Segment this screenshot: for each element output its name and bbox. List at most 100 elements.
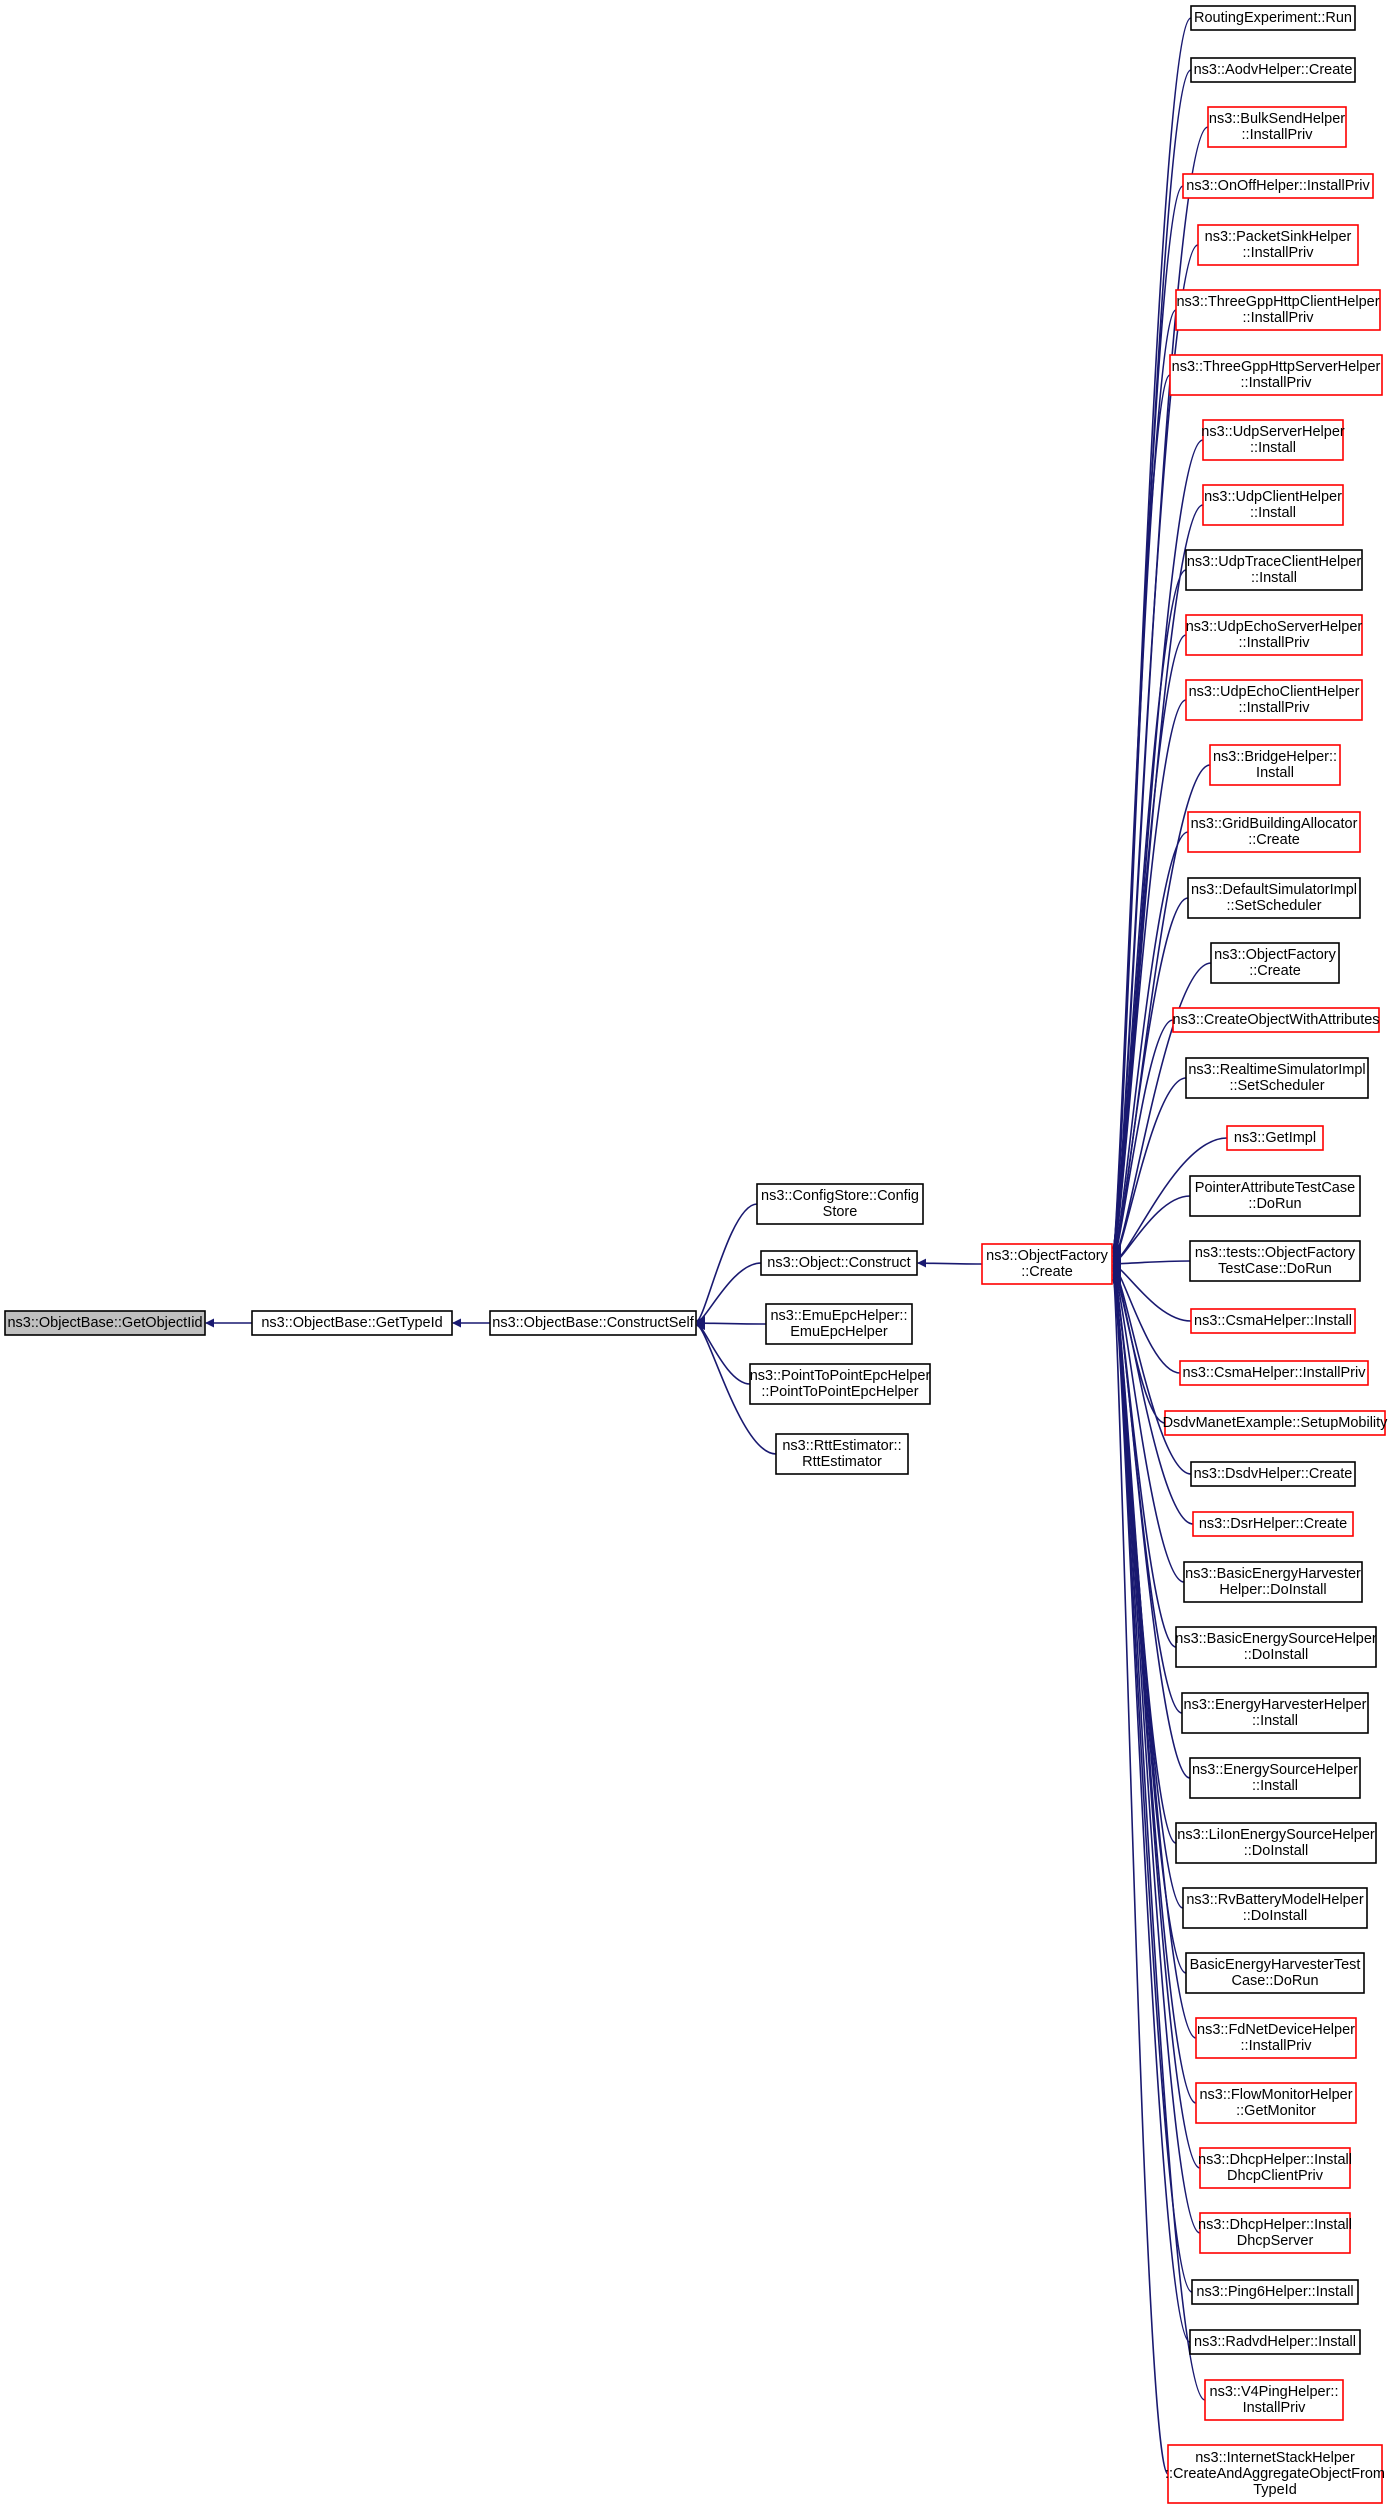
node-c3[interactable]: ns3::OnOffHelper::InstallPriv [1182,173,1374,199]
node-box[interactable] [1204,2379,1344,2421]
node-box[interactable] [1182,173,1374,199]
node-box[interactable] [1175,1822,1377,1864]
node-c27[interactable]: ns3::BasicEnergySourceHelper::DoInstall [1175,1626,1377,1668]
node-box[interactable] [1202,419,1344,461]
node-box[interactable] [1210,942,1340,984]
node-c39[interactable]: ns3::V4PingHelper::InstallPriv [1204,2379,1344,2421]
node-configstore[interactable]: ns3::ConfigStore::ConfigStore [756,1183,924,1225]
node-getobjectiid[interactable]: ns3::ObjectBase::GetObjectIid [4,1310,206,1336]
node-c30[interactable]: ns3::LiIonEnergySourceHelper::DoInstall [1175,1822,1377,1864]
node-box[interactable] [1187,877,1361,919]
node-c25[interactable]: ns3::DsrHelper::Create [1192,1511,1354,1537]
node-box[interactable] [251,1310,453,1336]
node-box[interactable] [4,1310,206,1336]
node-p2pepc[interactable]: ns3::PointToPointEpcHelper::PointToPoint… [749,1363,931,1405]
node-box[interactable] [775,1433,909,1475]
node-c21[interactable]: ns3::CsmaHelper::Install [1190,1308,1356,1334]
node-box[interactable] [1190,57,1356,83]
node-box[interactable] [1209,744,1341,786]
node-box[interactable] [1226,1125,1324,1151]
node-c15[interactable]: ns3::ObjectFactory::Create [1210,942,1340,984]
node-box[interactable] [1195,2017,1357,2059]
node-box[interactable] [1185,549,1363,591]
node-box[interactable] [1189,1757,1361,1799]
node-box[interactable] [1175,289,1381,331]
node-constructself[interactable]: ns3::ObjectBase::ConstructSelf [489,1310,697,1336]
node-c9[interactable]: ns3::UdpTraceClientHelper::Install [1185,549,1363,591]
node-box[interactable] [1189,2329,1361,2355]
node-box[interactable] [760,1250,918,1276]
node-box[interactable] [1169,354,1383,396]
node-box[interactable] [1190,1308,1356,1334]
node-c26[interactable]: ns3::BasicEnergyHarvesterHelper::DoInsta… [1183,1561,1363,1603]
node-c23[interactable]: DsdvManetExample::SetupMobility [1163,1410,1389,1436]
node-c12[interactable]: ns3::BridgeHelper::Install [1209,744,1341,786]
node-c5[interactable]: ns3::ThreeGppHttpClientHelper::InstallPr… [1175,289,1381,331]
node-c34[interactable]: ns3::FlowMonitorHelper::GetMonitor [1195,2082,1357,2124]
node-box[interactable] [1185,1057,1369,1099]
node-c28[interactable]: ns3::EnergyHarvesterHelper::Install [1181,1692,1369,1734]
node-c24[interactable]: ns3::DsdvHelper::Create [1190,1461,1356,1487]
node-box[interactable] [1195,2082,1357,2124]
node-emuepc[interactable]: ns3::EmuEpcHelper::EmuEpcHelper [765,1303,913,1345]
node-c8[interactable]: ns3::UdpClientHelper::Install [1202,484,1344,526]
node-box[interactable] [1185,679,1363,721]
node-box[interactable] [756,1183,924,1225]
node-ofcreate[interactable]: ns3::ObjectFactory::Create [981,1243,1113,1285]
node-c33[interactable]: ns3::FdNetDeviceHelper::InstallPriv [1195,2017,1357,2059]
node-c40[interactable]: ns3::InternetStackHelper::CreateAndAggre… [1165,2444,1385,2504]
node-box[interactable] [1191,2279,1359,2305]
node-c7[interactable]: ns3::UdpServerHelper::Install [1201,419,1345,461]
node-box[interactable] [1190,1461,1356,1487]
node-box[interactable] [765,1303,913,1345]
node-box[interactable] [1202,484,1344,526]
node-box[interactable] [1164,1410,1386,1436]
node-c6[interactable]: ns3::ThreeGppHttpServerHelper::InstallPr… [1169,354,1383,396]
node-box[interactable] [489,1310,697,1336]
node-c2[interactable]: ns3::BulkSendHelper::InstallPriv [1207,106,1347,148]
node-c31[interactable]: ns3::RvBatteryModelHelper::DoInstall [1182,1887,1368,1929]
node-box[interactable] [1183,1561,1363,1603]
node-c13[interactable]: ns3::GridBuildingAllocator::Create [1187,811,1361,853]
node-c19[interactable]: PointerAttributeTestCase::DoRun [1189,1175,1361,1217]
node-objectconstruct[interactable]: ns3::Object::Construct [760,1250,918,1276]
node-box[interactable] [1167,2444,1383,2504]
node-c22[interactable]: ns3::CsmaHelper::InstallPriv [1179,1360,1369,1386]
node-box[interactable] [1175,1626,1377,1668]
node-c37[interactable]: ns3::Ping6Helper::Install [1191,2279,1359,2305]
node-c16[interactable]: ns3::CreateObjectWithAttributes [1172,1007,1380,1033]
node-box[interactable] [1189,1175,1361,1217]
node-box[interactable] [1182,1887,1368,1929]
node-box[interactable] [1207,106,1347,148]
node-box[interactable] [1185,1952,1365,1994]
node-gettypeid[interactable]: ns3::ObjectBase::GetTypeId [251,1310,453,1336]
node-c29[interactable]: ns3::EnergySourceHelper::Install [1189,1757,1361,1799]
node-box[interactable] [1185,614,1363,656]
node-box[interactable] [749,1363,931,1405]
node-rttest[interactable]: ns3::RttEstimator::RttEstimator [775,1433,909,1475]
node-box[interactable] [1197,224,1359,266]
node-box[interactable] [1199,2212,1351,2254]
node-box[interactable] [1189,1240,1361,1282]
node-c11[interactable]: ns3::UdpEchoClientHelper::InstallPriv [1185,679,1363,721]
node-box[interactable] [981,1243,1113,1285]
node-c0[interactable]: RoutingExperiment::Run [1190,5,1356,31]
node-box[interactable] [1190,5,1356,31]
node-c18[interactable]: ns3::GetImpl [1226,1125,1324,1151]
node-box[interactable] [1192,1511,1354,1537]
node-c17[interactable]: ns3::RealtimeSimulatorImpl::SetScheduler [1185,1057,1369,1099]
node-c4[interactable]: ns3::PacketSinkHelper::InstallPriv [1197,224,1359,266]
node-box[interactable] [1172,1007,1380,1033]
node-c10[interactable]: ns3::UdpEchoServerHelper::InstallPriv [1185,614,1363,656]
node-c1[interactable]: ns3::AodvHelper::Create [1190,57,1356,83]
node-c38[interactable]: ns3::RadvdHelper::Install [1189,2329,1361,2355]
node-box[interactable] [1199,2147,1351,2189]
node-c14[interactable]: ns3::DefaultSimulatorImpl::SetScheduler [1187,877,1361,919]
node-box[interactable] [1187,811,1361,853]
node-box[interactable] [1181,1692,1369,1734]
node-box[interactable] [1179,1360,1369,1386]
